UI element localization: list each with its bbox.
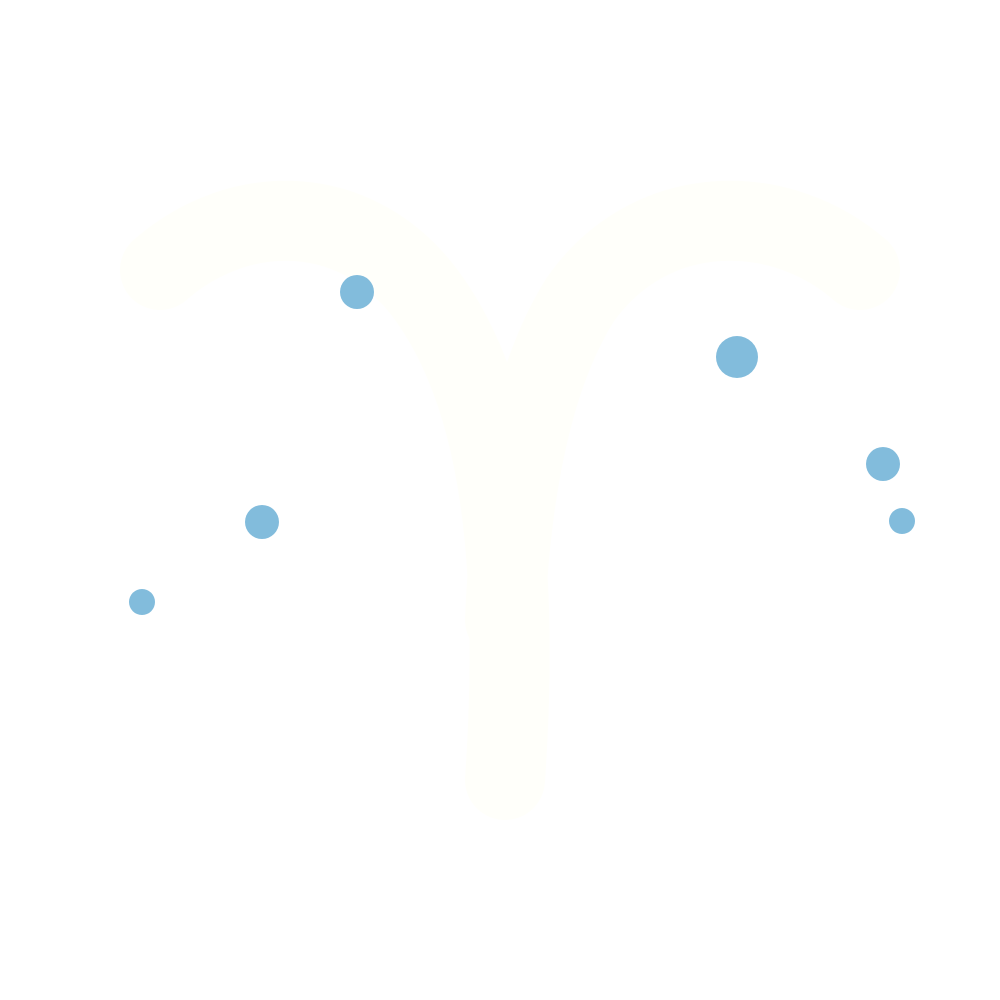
faint-arcs (120, 180, 900, 820)
dot-6 (129, 589, 155, 615)
dot-4 (889, 508, 915, 534)
faint-arc-right (465, 180, 900, 660)
dots (129, 275, 915, 615)
dot-3 (866, 447, 900, 481)
dot-1 (340, 275, 374, 309)
dot-5 (245, 505, 279, 539)
dot-2 (716, 336, 758, 378)
